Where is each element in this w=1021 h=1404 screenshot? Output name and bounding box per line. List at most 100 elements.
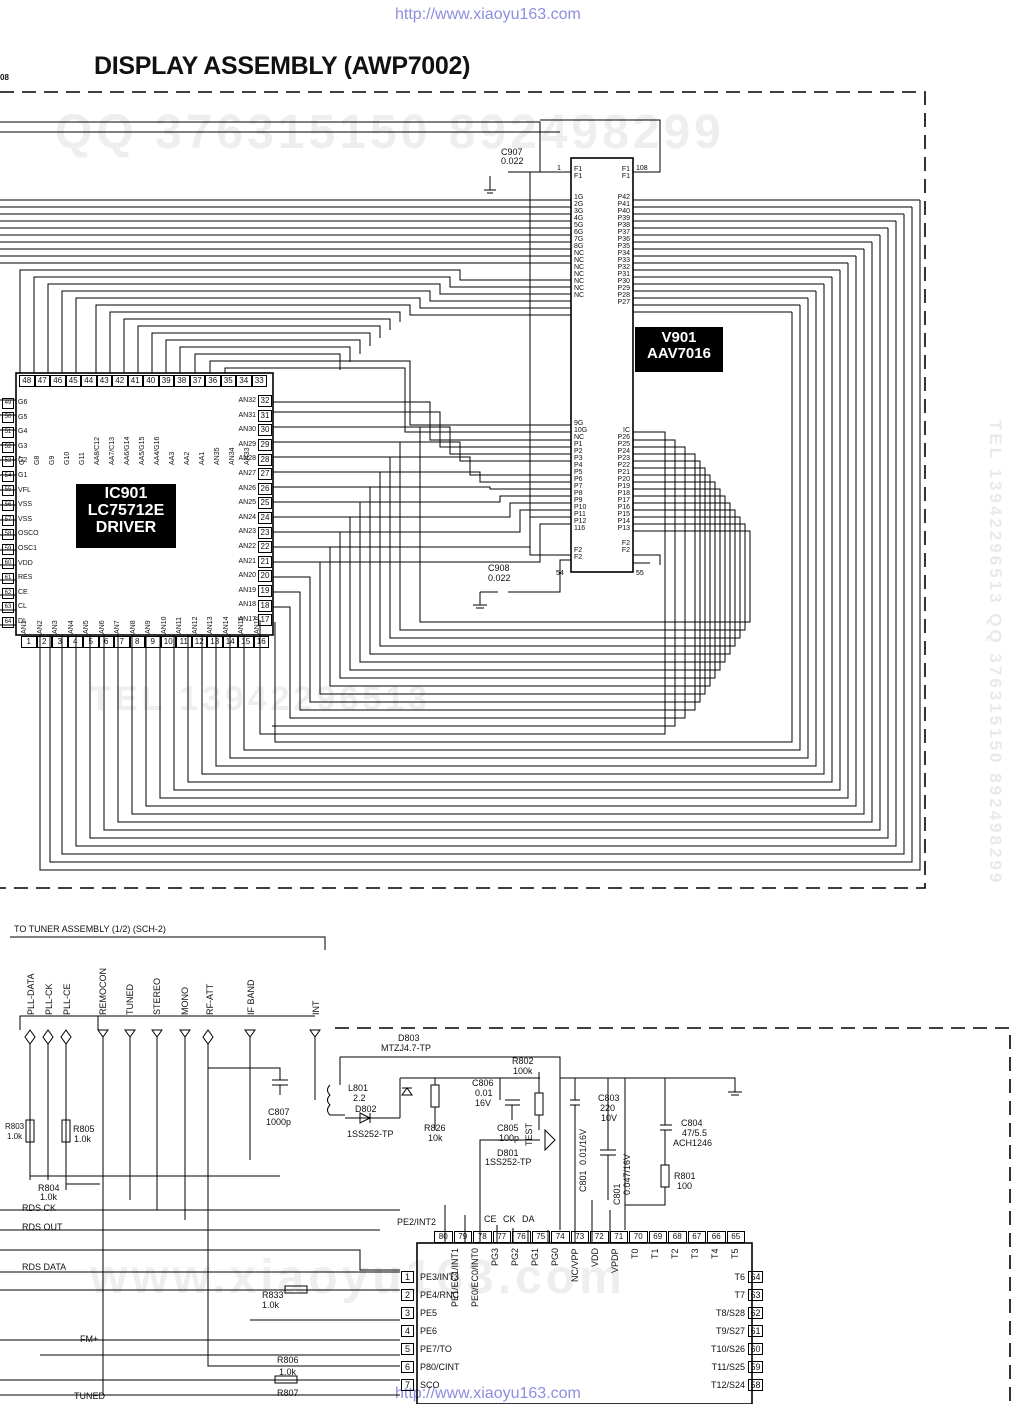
ic901-role: DRIVER [95,518,157,536]
ic901-pin-name: G11 [79,452,86,465]
ic901-pin-name: AN15 [238,616,245,634]
mcu-pin-name: PE4/RNC [420,1290,460,1300]
ic901-pin-name: AN29 [238,440,256,448]
ic901-pin-name: G4 [18,428,28,436]
v901-pin: 10G [574,427,588,434]
mcu-pin-number: 62 [748,1307,763,1319]
v901-pin: P24 [617,448,630,455]
ic901-pin-number: 16 [253,636,269,648]
mcu-pin-name: T9/S27 [715,1326,745,1336]
mcu-pin-name: T12/S24 [710,1380,745,1390]
ic901-pin-name: AN6 [98,620,106,634]
url-top[interactable]: http://www.xiaoyu163.com [395,6,581,23]
r802-ref: R802 [512,1056,534,1066]
ic901-pin-number: 39 [158,375,174,387]
ic901-pin-number: 33 [251,375,267,387]
svg-text:1: 1 [557,165,561,172]
ic901-pin-number: 61 [2,572,14,584]
ic901-pin-number: 8 [129,636,145,648]
v901-pin: P13 [617,525,630,532]
ic901-pin-number: 44 [81,375,97,387]
mcu-pin-name: PE6 [420,1326,438,1336]
test-point-label: TEST [524,1122,534,1146]
tuner-signal-label: STEREO [152,977,162,1015]
ic901-pin-number: 52 [2,441,14,453]
ic901-pin-number: 51 [2,426,14,438]
ic901-pin-name: AN12 [191,616,199,634]
fm-label: FM+ [80,1334,99,1344]
ic901-pin-number: 24 [258,512,272,525]
ic901-pin-name: AN7 [114,620,121,634]
ic901-pin-name: AN13 [207,616,214,634]
mcu-pin-name: T6 [734,1272,745,1282]
c801b-value: 0.047/16V [622,1153,632,1195]
d802-ref: D802 [355,1104,377,1114]
v901-pin: F2 [574,547,583,554]
tuner-signal-label: PLL-DATA [26,973,36,1015]
tuner-signal-label: TUNED [125,984,135,1015]
page-marker: 08 [0,73,9,82]
mcu-pin-number: 78 [473,1231,492,1243]
v901-pin: F1 [574,166,583,173]
ic901-pin-name: AN35 [214,447,221,465]
r826-ref: R826 [424,1123,446,1133]
ic901-pin-number: 11 [176,636,192,648]
ic901-pin-number: 12 [191,636,207,648]
v901-pin: P7 [574,483,583,490]
c806-ref: C806 [472,1078,494,1088]
ic901-pin-name: AN19 [238,586,256,594]
ic901-pin-name: AN8 [129,620,137,634]
v901-pin: P14 [617,518,630,525]
mcu-pin-number: 76 [512,1231,531,1243]
ic901-pin-name: AA7/C13 [109,436,116,465]
v901-label: V901 AAV7016 [635,327,723,372]
mcu-pin-number: 61 [748,1325,763,1337]
r826-value: 10k [428,1133,443,1143]
ic901-pin-name: AN14 [222,616,230,634]
ic901-pin-number: 17 [258,614,272,627]
ic901-pin-number: 63 [2,602,14,614]
c806-value: 0.01 [475,1088,493,1098]
ic901-pin-number: 62 [2,587,14,599]
ic901-pin-number: 10 [160,636,176,648]
v901-pin: P1 [574,441,583,448]
ic901-pin-name: RES [18,574,33,582]
ic901-pin-number: 46 [50,375,66,387]
ic901-pin-number: 54 [2,470,14,482]
ic901-pin-number: 27 [258,468,272,481]
v901-pin: P22 [617,462,630,469]
ic901-pin-number: 45 [65,375,81,387]
l801-value: 2.2 [353,1093,366,1103]
ic901-pin-number: 53 [2,456,14,468]
c806-voltage: 16V [475,1098,492,1108]
ic901-pin-number: 58 [2,529,14,541]
mcu-pin-number: 74 [551,1231,570,1243]
v901-pin: P40 [617,208,630,215]
url-bottom[interactable]: http://www.xiaoyu163.com [395,1385,581,1402]
r803-ref: R803 [5,1122,25,1131]
mcu-pin-number: 4 [401,1325,414,1337]
ic901-pin-number: 19 [258,585,272,598]
ic901-pin-name: AN32 [238,397,256,404]
ic901-pin-number: 21 [258,555,272,568]
ic901-pin-number: 28 [258,453,272,466]
v901-pin: 9G [574,420,584,427]
ic901-pin-name: AN30 [238,426,256,434]
v901-part: AAV7016 [647,344,711,362]
